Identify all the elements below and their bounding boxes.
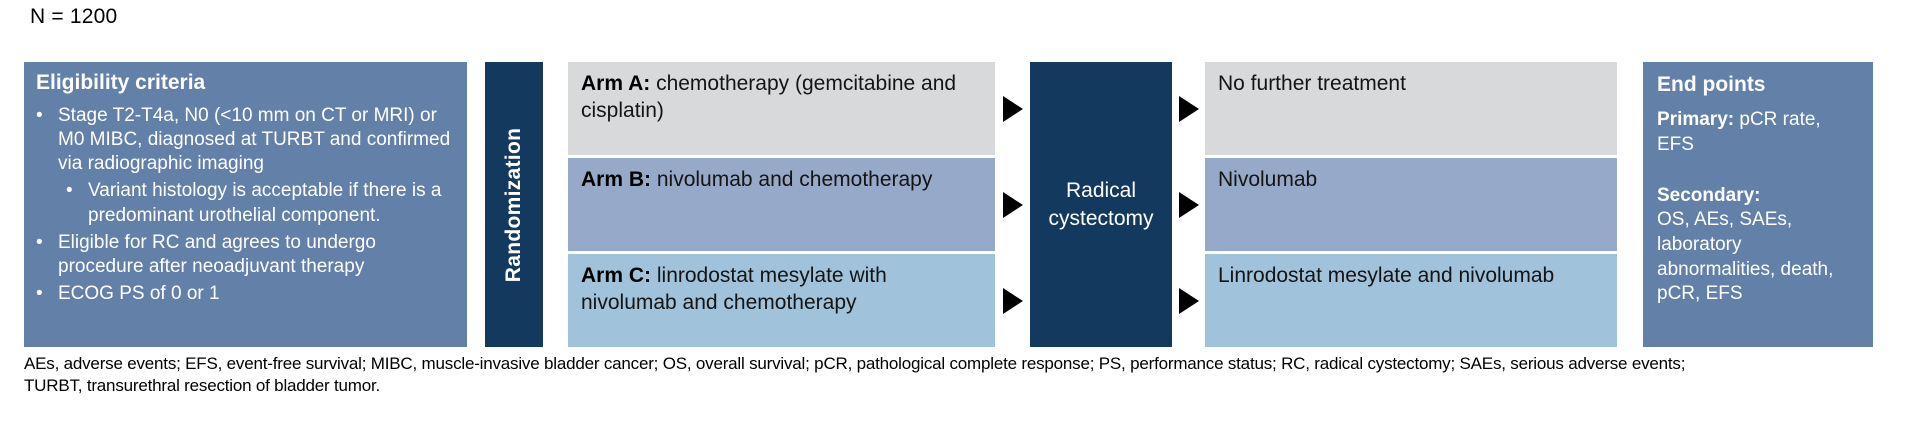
right-arrow-icon xyxy=(1002,191,1023,218)
arrow-cell xyxy=(995,158,1030,251)
eligibility-item: • Eligible for RC and agrees to undergo … xyxy=(36,231,455,279)
eligibility-subitem-text: Variant histology is acceptable if there… xyxy=(88,180,442,226)
eligibility-item: • Stage T2-T4a, N0 (<10 mm on CT or MRI)… xyxy=(36,104,455,176)
arm-b-box: Arm B: nivolumab and chemotherapy xyxy=(568,158,995,251)
footnote-line-2: TURBT, transurethral resection of bladde… xyxy=(24,376,381,395)
randomization-bar: Randomization xyxy=(485,62,543,347)
endpoints-panel: End points Primary: pCR rate, EFS Second… xyxy=(1643,62,1873,347)
followup-b-text: Nivolumab xyxy=(1218,168,1318,191)
arm-a-label: Arm A: xyxy=(581,72,651,95)
followup-c-box: Linrodostat mesylate and nivolumab xyxy=(1205,254,1617,347)
arm-b-label: Arm B: xyxy=(581,168,652,191)
radical-cystectomy-label: Radical cystectomy xyxy=(1048,179,1154,230)
arrow-cell xyxy=(995,254,1030,347)
spacer xyxy=(543,62,568,347)
eligibility-item: • ECOG PS of 0 or 1 xyxy=(36,282,455,306)
bullet-icon: • xyxy=(36,282,43,304)
study-design-flow: Eligibility criteria • Stage T2-T4a, N0 … xyxy=(24,62,1873,347)
arm-a-box: Arm A: chemotherapy (gemcitabine and cis… xyxy=(568,62,995,155)
treatment-arms: Arm A: chemotherapy (gemcitabine and cis… xyxy=(568,62,995,347)
arrow-cell xyxy=(995,62,1030,155)
randomization-label: Randomization xyxy=(502,127,525,282)
followup-b-box: Nivolumab xyxy=(1205,158,1617,251)
primary-text: pCR rate, EFS xyxy=(1657,109,1821,155)
spacer xyxy=(467,62,485,347)
eligibility-item-text: ECOG PS of 0 or 1 xyxy=(58,282,220,304)
arrows-to-surgery xyxy=(995,62,1030,347)
spacer xyxy=(1617,62,1643,347)
followup-c-text: Linrodostat mesylate and nivolumab xyxy=(1218,264,1555,287)
arm-a-text: chemotherapy (gemcitabine and cisplatin) xyxy=(581,72,957,123)
eligibility-title: Eligibility criteria xyxy=(36,71,206,94)
right-arrow-icon xyxy=(1002,287,1023,314)
bullet-icon: • xyxy=(66,180,73,202)
followup-a-text: No further treatment xyxy=(1218,72,1406,95)
secondary-text: OS, AEs, SAEs, laboratory abnormalities,… xyxy=(1657,209,1834,305)
post-surgery-treatments: No further treatment Nivolumab Linrodost… xyxy=(1205,62,1617,347)
bullet-icon: • xyxy=(36,231,43,253)
primary-label: Primary: xyxy=(1657,109,1735,131)
radical-cystectomy-box: Radical cystectomy xyxy=(1030,62,1172,347)
right-arrow-icon xyxy=(1002,95,1023,122)
abbreviations-footnote: AEs, adverse events; EFS, event-free sur… xyxy=(24,353,1894,397)
footnote-line-1: AEs, adverse events; EFS, event-free sur… xyxy=(24,354,1686,373)
arrows-to-followup xyxy=(1172,62,1205,347)
eligibility-item-text: Stage T2-T4a, N0 (<10 mm on CT or MRI) o… xyxy=(58,105,451,175)
arrow-cell xyxy=(1172,62,1205,155)
sample-size-label: N = 1200 xyxy=(30,5,118,28)
arm-c-box: Arm C: linrodostat mesylate with nivolum… xyxy=(568,254,995,347)
eligibility-item-text: Eligible for RC and agrees to undergo pr… xyxy=(58,231,376,277)
arm-c-label: Arm C: xyxy=(581,264,652,287)
followup-a-box: No further treatment xyxy=(1205,62,1617,155)
bullet-icon: • xyxy=(36,105,43,126)
right-arrow-icon xyxy=(1178,95,1199,122)
arm-c-text: linrodostat mesylate with nivolumab and … xyxy=(581,264,887,315)
arrow-cell xyxy=(1172,254,1205,347)
endpoints-title: End points xyxy=(1657,73,1766,96)
right-arrow-icon xyxy=(1178,287,1199,314)
arm-b-text: nivolumab and chemotherapy xyxy=(656,168,933,191)
eligibility-subitem: • Variant histology is acceptable if the… xyxy=(66,179,455,227)
eligibility-panel: Eligibility criteria • Stage T2-T4a, N0 … xyxy=(24,62,467,347)
primary-endpoints: Primary: pCR rate, EFS xyxy=(1657,108,1859,157)
right-arrow-icon xyxy=(1178,191,1199,218)
arrow-cell xyxy=(1172,158,1205,251)
secondary-label: Secondary: xyxy=(1657,184,1761,206)
secondary-endpoints: Secondary: OS, AEs, SAEs, laboratory abn… xyxy=(1657,184,1859,307)
